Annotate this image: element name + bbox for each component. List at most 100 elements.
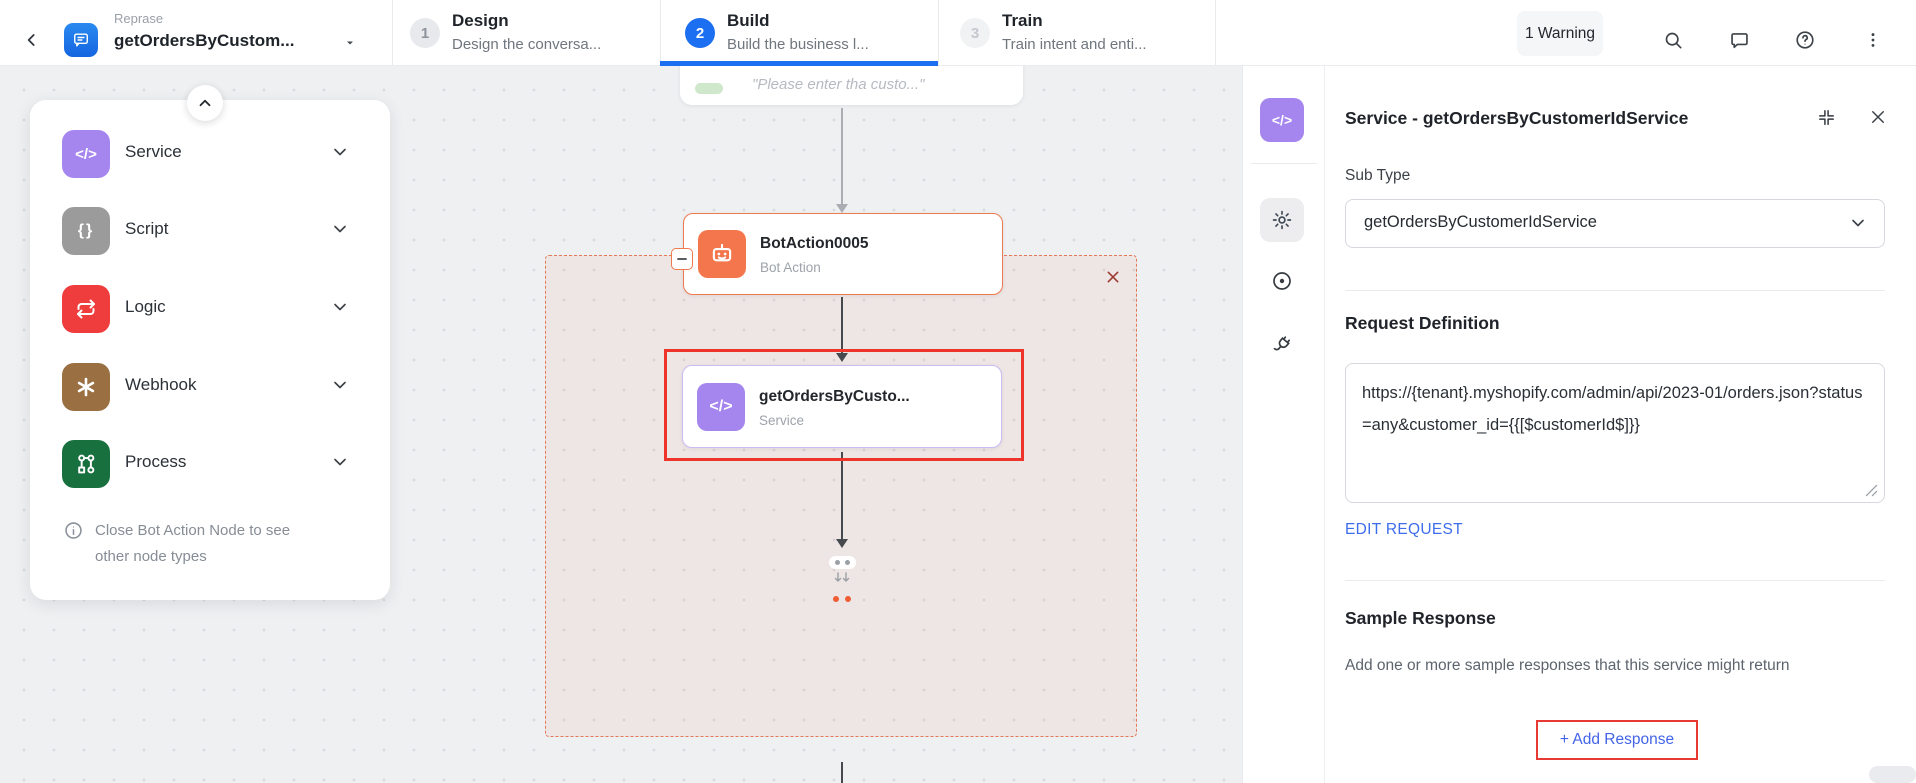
tab-build-label: Build bbox=[727, 11, 770, 30]
warning-button[interactable]: 1 Warning bbox=[1517, 11, 1603, 56]
palette-note: Close Bot Action Node to see other node … bbox=[95, 522, 291, 565]
palette-item-logic[interactable]: Logic bbox=[30, 285, 390, 333]
panel-icon-rail: </> bbox=[1243, 66, 1325, 783]
palette-item-label: Service bbox=[125, 142, 182, 161]
tab-design-label: Design bbox=[452, 11, 509, 30]
tab-target-icon[interactable] bbox=[1260, 264, 1304, 298]
connector-arrowhead bbox=[836, 353, 848, 362]
service-properties-panel: </> Service - getOrdersByCustomerIdServi… bbox=[1242, 66, 1916, 783]
section-divider bbox=[1345, 290, 1885, 291]
process-icon bbox=[62, 440, 110, 488]
script-icon: {} bbox=[62, 207, 110, 255]
step-number: 2 bbox=[685, 18, 715, 48]
tab-plug-icon[interactable] bbox=[1260, 328, 1304, 362]
tab-code-icon[interactable]: </> bbox=[1260, 98, 1304, 142]
sample-response-description: Add one or more sample responses that th… bbox=[1345, 657, 1790, 674]
search-icon[interactable] bbox=[1660, 27, 1686, 53]
chevron-down-icon[interactable] bbox=[330, 452, 350, 477]
annotation-highlight-service bbox=[664, 349, 1024, 461]
annotation-highlight-add-response: + Add Response bbox=[1536, 720, 1698, 760]
node-palette: </> Service {} Script Logic Webhook bbox=[30, 100, 390, 600]
connector-line bbox=[841, 108, 843, 204]
back-button[interactable] bbox=[18, 26, 46, 54]
connector-line bbox=[841, 452, 843, 540]
header-separator bbox=[660, 0, 661, 65]
step-number: 1 bbox=[410, 18, 440, 48]
entity-pill bbox=[695, 83, 723, 94]
header-separator bbox=[938, 0, 939, 65]
chevron-down-icon[interactable] bbox=[330, 219, 350, 244]
palette-item-label: Process bbox=[125, 452, 187, 471]
add-response-button[interactable]: + Add Response bbox=[1559, 731, 1675, 748]
service-node-subtitle: Service bbox=[759, 413, 805, 428]
bot-action-node-title: BotAction0005 bbox=[760, 235, 869, 252]
back-icon bbox=[27, 34, 35, 46]
request-definition-title: Request Definition bbox=[1345, 313, 1500, 333]
palette-item-label: Webhook bbox=[125, 375, 197, 394]
tab-train-label: Train bbox=[1002, 11, 1043, 30]
rail-divider bbox=[1251, 163, 1317, 164]
resize-icon[interactable] bbox=[1865, 484, 1878, 502]
edit-request-link[interactable]: EDIT REQUEST bbox=[1345, 521, 1463, 538]
tab-design[interactable]: 1 Design Design the conversa... bbox=[410, 0, 658, 65]
drop-target-icon[interactable] bbox=[824, 552, 860, 607]
tab-design-subtitle: Design the conversa... bbox=[452, 36, 602, 53]
tab-build[interactable]: 2 Build Build the business l... bbox=[685, 0, 933, 65]
top-bar: Reprase getOrdersByCustom... 1 Design De… bbox=[0, 0, 1916, 66]
tab-build-subtitle: Build the business l... bbox=[727, 36, 869, 53]
chevron-down-icon[interactable] bbox=[330, 142, 350, 167]
chevron-down-icon bbox=[1848, 213, 1868, 238]
bot-action-node[interactable]: BotAction0005 Bot Action bbox=[683, 213, 1003, 295]
bot-logo-icon bbox=[64, 23, 98, 57]
chevron-down-icon[interactable] bbox=[330, 297, 350, 322]
app-label: Reprase bbox=[114, 11, 164, 26]
info-icon bbox=[63, 520, 84, 546]
header-separator bbox=[1215, 0, 1216, 65]
connector-arrowhead bbox=[836, 204, 848, 213]
app-title[interactable]: getOrdersByCustom... bbox=[114, 31, 295, 50]
sub-type-value: getOrdersByCustomerIdService bbox=[1364, 213, 1597, 231]
service-node[interactable]: </> getOrdersByCusto... Service bbox=[682, 365, 1002, 448]
chevron-down-icon[interactable] bbox=[330, 375, 350, 400]
message-node-text: "Please enter tha custo..." bbox=[752, 76, 925, 93]
sub-type-label: Sub Type bbox=[1345, 167, 1411, 184]
kebab-menu-icon[interactable] bbox=[1860, 27, 1886, 53]
collapse-node-button[interactable] bbox=[671, 248, 693, 270]
service-node-title: getOrdersByCusto... bbox=[759, 388, 910, 405]
panel-close-icon[interactable] bbox=[1865, 104, 1891, 130]
section-divider bbox=[1345, 580, 1885, 581]
feedback-icon[interactable] bbox=[1726, 27, 1752, 53]
close-bot-action-icon[interactable] bbox=[1102, 266, 1124, 288]
palette-item-label: Logic bbox=[125, 297, 166, 316]
sub-type-select[interactable]: getOrdersByCustomerIdService bbox=[1345, 199, 1885, 248]
connector-line bbox=[841, 762, 843, 783]
header-separator bbox=[392, 0, 393, 65]
scroll-pill[interactable] bbox=[1869, 766, 1916, 783]
collapse-up-icon bbox=[199, 99, 211, 107]
minimize-icon[interactable] bbox=[1813, 104, 1839, 130]
palette-item-label: Script bbox=[125, 219, 169, 238]
flow-canvas[interactable]: "Please enter tha custo..." BotAction000… bbox=[0, 66, 1242, 783]
palette-item-webhook[interactable]: Webhook bbox=[30, 363, 390, 411]
palette-collapse-button[interactable] bbox=[187, 85, 223, 121]
panel-title: Service - getOrdersByCustomerIdService bbox=[1345, 108, 1689, 128]
step-number: 3 bbox=[960, 18, 990, 48]
palette-item-process[interactable]: Process bbox=[30, 440, 390, 488]
request-definition-value: https://{tenant}.myshopify.com/admin/api… bbox=[1362, 384, 1863, 434]
tab-train-subtitle: Train intent and enti... bbox=[1002, 36, 1147, 53]
caret-down-icon[interactable] bbox=[342, 35, 358, 51]
message-node-partial[interactable]: "Please enter tha custo..." bbox=[680, 66, 1023, 105]
request-definition-input[interactable]: https://{tenant}.myshopify.com/admin/api… bbox=[1345, 363, 1885, 503]
bot-action-node-subtitle: Bot Action bbox=[760, 260, 821, 275]
palette-item-service[interactable]: </> Service bbox=[30, 130, 390, 178]
webhook-icon bbox=[62, 363, 110, 411]
sample-response-title: Sample Response bbox=[1345, 608, 1496, 628]
code-icon: </> bbox=[697, 383, 745, 431]
tab-gear-icon[interactable] bbox=[1260, 198, 1304, 242]
help-icon[interactable] bbox=[1792, 27, 1818, 53]
tab-train[interactable]: 3 Train Train intent and enti... bbox=[960, 0, 1208, 65]
logic-icon bbox=[62, 285, 110, 333]
connector-arrowhead bbox=[836, 539, 848, 548]
palette-item-script[interactable]: {} Script bbox=[30, 207, 390, 255]
connector-line bbox=[841, 297, 843, 354]
